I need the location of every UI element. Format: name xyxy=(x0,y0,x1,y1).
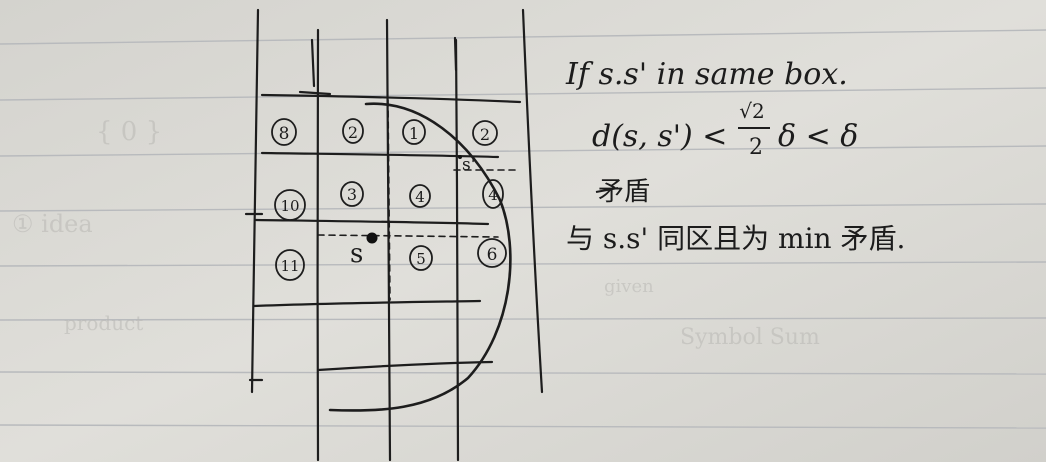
dashed-helper-lines xyxy=(317,99,521,301)
bleed-through-text: ① idea { 0 } given product Symbol Sum xyxy=(12,117,820,350)
cell-label: 5 xyxy=(416,250,426,268)
cell-label: 10 xyxy=(280,197,299,215)
note-line-2-right: δ < δ xyxy=(778,119,858,154)
handwritten-notes: If s.s' in same box. d(s, s') < √2 2 δ <… xyxy=(565,57,905,255)
note-line-2-left: d(s, s') < xyxy=(592,119,727,154)
ghost-idea: ① idea xyxy=(12,210,93,238)
point-s-prime-label: s' xyxy=(462,155,475,175)
note-line-1: If s.s' in same box. xyxy=(565,57,848,92)
ghost-given: given xyxy=(604,276,654,297)
cell-labels xyxy=(271,118,507,281)
cell-label: 1 xyxy=(409,124,419,143)
ghost-product: product xyxy=(64,311,143,335)
grid-lines xyxy=(244,8,544,462)
cell-label: 4 xyxy=(488,186,498,204)
note-line-3: 矛盾 xyxy=(598,177,650,207)
ruled-lines xyxy=(0,29,1046,429)
point-s-label: s xyxy=(350,239,363,269)
note-strikeout xyxy=(595,187,619,193)
cell-label: 6 xyxy=(487,245,498,265)
cell-label: 4 xyxy=(415,188,425,206)
cell-label: 3 xyxy=(347,185,357,204)
cell-label-text: 8 2 1 2 10 3 4 4 11 5 6 xyxy=(279,123,498,275)
note-fraction-numerator: √2 xyxy=(739,99,764,123)
ghost-symbol-sum: Symbol Sum xyxy=(680,325,820,350)
cell-label: 2 xyxy=(348,123,358,142)
cell-label: 8 xyxy=(279,124,290,144)
point-s-prime-dot xyxy=(458,155,462,159)
cell-label: 11 xyxy=(280,257,299,275)
note-fraction-denominator: 2 xyxy=(749,135,763,160)
point-s-dot xyxy=(366,232,378,244)
circle-arc xyxy=(328,102,512,412)
cell-label: 2 xyxy=(480,125,490,144)
note-line-4: 与 s.s' 同区且为 min 矛盾. xyxy=(566,222,905,255)
ghost-brace: { 0 } xyxy=(96,117,162,147)
